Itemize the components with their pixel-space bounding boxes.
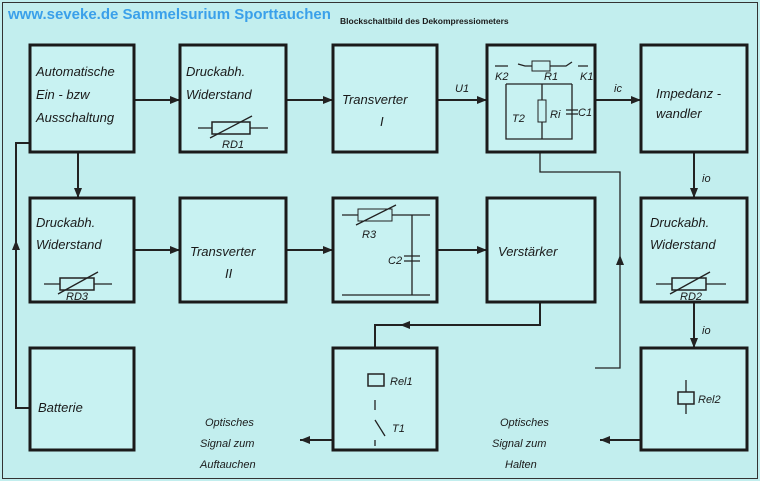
svg-text:Signal zum: Signal zum — [492, 438, 546, 450]
svg-text:Impedanz -: Impedanz - — [656, 86, 722, 101]
svg-text:Transverter: Transverter — [190, 244, 256, 259]
svg-text:Batterie: Batterie — [38, 400, 83, 415]
diagram-title: Blockschaltbild des Dekompressiometers — [340, 16, 509, 26]
block-battery: Batterie — [28, 346, 136, 452]
svg-text:RD3: RD3 — [66, 291, 89, 303]
svg-text:wandler: wandler — [656, 106, 702, 121]
block-impedance-converter: Impedanz - wandler — [639, 43, 749, 154]
svg-text:Widerstand: Widerstand — [36, 237, 102, 252]
svg-text:R1: R1 — [544, 71, 558, 83]
svg-text:T2: T2 — [512, 113, 525, 125]
svg-text:Verstärker: Verstärker — [498, 244, 558, 259]
signal-io-1: io — [702, 173, 711, 185]
block-pressure-resistor-rd3: Druckabh. Widerstand RD3 — [28, 196, 136, 304]
svg-text:K1: K1 — [580, 71, 593, 83]
svg-text:C1: C1 — [578, 107, 592, 119]
block-rc-network: K2 R1 K1 T2 Ri C1 — [485, 43, 597, 154]
svg-text:Druckabh.: Druckabh. — [186, 64, 245, 79]
resistor-label: RD1 — [222, 139, 244, 151]
svg-text:Ein - bzw: Ein - bzw — [36, 87, 91, 102]
svg-text:Optisches: Optisches — [205, 417, 254, 429]
signal-ic: ic — [614, 83, 622, 95]
svg-text:Widerstand: Widerstand — [650, 237, 716, 252]
watermark-link[interactable]: www.seveke.de Sammelsurium Sporttauchen — [8, 6, 331, 23]
svg-text:Signal zum: Signal zum — [200, 438, 254, 450]
svg-text:Optisches: Optisches — [500, 417, 549, 429]
svg-text:R3: R3 — [362, 229, 377, 241]
svg-text:Automatische: Automatische — [35, 64, 115, 79]
block-pressure-resistor-rd2: Druckabh. Widerstand RD2 — [639, 196, 749, 304]
block-relay-2: Rel2 — [639, 346, 749, 452]
signal-u1: U1 — [455, 83, 469, 95]
svg-text:Druckabh.: Druckabh. — [36, 215, 95, 230]
block-amplifier: Verstärker — [485, 196, 597, 304]
svg-text:I: I — [380, 114, 384, 129]
svg-text:K2: K2 — [495, 71, 508, 83]
svg-text:II: II — [225, 266, 233, 281]
arrow-heads — [12, 96, 698, 444]
block-pressure-resistor-rd1: Druckabh. Widerstand RD1 — [178, 43, 288, 154]
svg-text:Ausschaltung: Ausschaltung — [35, 110, 115, 125]
svg-text:T1: T1 — [392, 423, 405, 435]
svg-text:Ri: Ri — [550, 109, 561, 121]
svg-text:Druckabh.: Druckabh. — [650, 215, 709, 230]
signal-io-2: io — [702, 325, 711, 337]
svg-text:Auftauchen: Auftauchen — [199, 459, 256, 471]
svg-text:Rel1: Rel1 — [390, 376, 413, 388]
svg-text:Transverter: Transverter — [342, 92, 408, 107]
svg-text:Widerstand: Widerstand — [186, 87, 252, 102]
svg-text:Halten: Halten — [505, 459, 537, 471]
svg-text:RD2: RD2 — [680, 291, 702, 303]
svg-text:C2: C2 — [388, 255, 402, 267]
svg-text:Rel2: Rel2 — [698, 394, 721, 406]
